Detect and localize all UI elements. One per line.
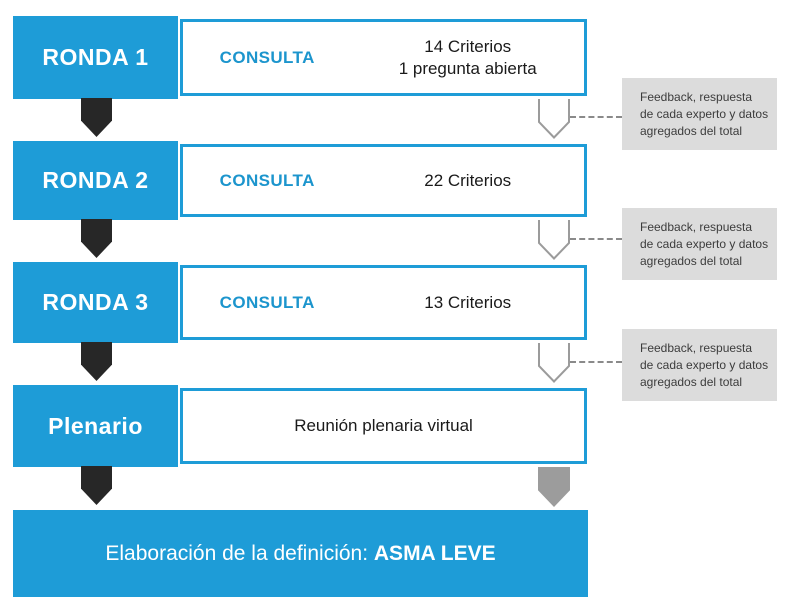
criteria-text-1: 14 Criterios 1 pregunta abierta: [351, 36, 584, 80]
down-arrow-icon: [81, 98, 112, 137]
down-arrow-icon: [81, 466, 112, 505]
feedback-note-1: Feedback, respuesta de cada experto y da…: [622, 78, 777, 150]
feedback-line: de cada experto y datos: [640, 237, 769, 251]
feedback-line: Feedback, respuesta: [640, 341, 753, 355]
criteria-text-2: 22 Criterios: [424, 170, 512, 190]
detail-box-plenario: Reunión plenaria virtual: [180, 388, 587, 464]
final-definition-emphasis: ASMA LEVE: [373, 541, 496, 565]
hollow-down-arrow-icon: [538, 343, 570, 383]
consulta-label-2: CONSULTA: [219, 170, 315, 190]
hollow-down-arrow-icon: [538, 99, 570, 139]
stage-box-ronda-3: RONDA 3: [13, 262, 178, 343]
detail-box-ronda-3: CONSULTA 13 Criterios: [180, 265, 587, 340]
stage-label-ronda-2: RONDA 2: [42, 167, 149, 193]
stage-label-ronda-1: RONDA 1: [42, 44, 149, 70]
criteria-line: 1 pregunta abierta: [398, 58, 537, 78]
detail-box-ronda-2: CONSULTA 22 Criterios: [180, 144, 587, 217]
dashed-connector: [570, 361, 622, 363]
stage-box-ronda-1: RONDA 1: [13, 16, 178, 99]
final-definition-box: Elaboración de la definición: ASMA LEVE: [13, 510, 588, 597]
consulta-label-3: CONSULTA: [219, 292, 315, 312]
stage-box-ronda-2: RONDA 2: [13, 141, 178, 220]
consulta-label-1: CONSULTA: [219, 47, 315, 67]
gray-down-arrow-icon: [538, 467, 570, 507]
down-arrow-icon: [81, 219, 112, 258]
final-definition-prefix: Elaboración de la definición:: [105, 541, 374, 565]
feedback-line: Feedback, respuesta: [640, 90, 753, 104]
hollow-down-arrow-icon: [538, 220, 570, 260]
feedback-line: agregados del total: [640, 375, 743, 389]
feedback-line: de cada experto y datos: [640, 358, 769, 372]
stage-label-plenario: Plenario: [48, 412, 143, 439]
feedback-line: agregados del total: [640, 254, 743, 268]
feedback-line: de cada experto y datos: [640, 107, 769, 121]
stage-label-ronda-3: RONDA 3: [42, 289, 149, 315]
plenario-detail-text: Reunión plenaria virtual: [294, 416, 473, 435]
detail-box-ronda-1: CONSULTA 14 Criterios 1 pregunta abierta: [180, 19, 587, 96]
down-arrow-icon: [81, 342, 112, 381]
feedback-note-2: Feedback, respuesta de cada experto y da…: [622, 208, 777, 280]
dashed-connector: [570, 238, 622, 240]
dashed-connector: [570, 116, 622, 118]
final-definition-text: Elaboración de la definición: ASMA LEVE: [105, 542, 495, 566]
feedback-line: agregados del total: [640, 124, 743, 138]
criteria-line: 14 Criterios: [424, 36, 512, 56]
stage-box-plenario: Plenario: [13, 385, 178, 467]
feedback-line: Feedback, respuesta: [640, 220, 753, 234]
criteria-text-3: 13 Criterios: [424, 292, 512, 312]
feedback-note-3: Feedback, respuesta de cada experto y da…: [622, 329, 777, 401]
